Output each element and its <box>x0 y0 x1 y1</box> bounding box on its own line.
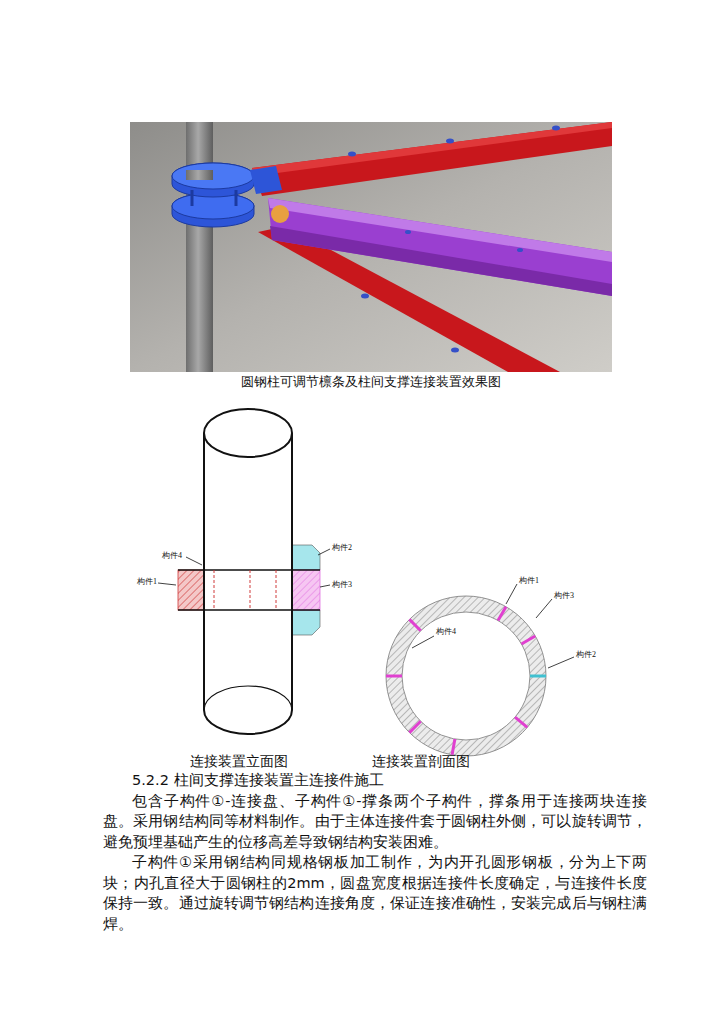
section-drawing <box>386 584 574 756</box>
part-label: 构件4 <box>436 627 456 637</box>
part-label: 构件3 <box>554 591 574 601</box>
body-paragraph: 包含子构件①-连接盘、子构件①-撑条两个子构件，撑条用于连接两块连接盘。采用钢结… <box>103 791 647 853</box>
figure-caption: 圆钢柱可调节檩条及柱间支撑连接装置效果图 <box>130 374 612 390</box>
figure-caption: 连接装置剖面图 <box>372 753 470 771</box>
section-heading: 5.2.2 柱间支撑连接装置主连接件施工 <box>103 770 647 791</box>
part-label: 构件2 <box>332 543 352 553</box>
text-flow: 5.2.2 柱间支撑连接装置主连接件施工包含子构件①-连接盘、子构件①-撑条两个… <box>103 770 647 934</box>
part-label: 构件1 <box>519 576 539 586</box>
part-label: 构件3 <box>332 580 352 590</box>
figure-caption: 连接装置立面图 <box>190 753 288 771</box>
body-paragraph: 子构件①采用钢结构同规格钢板加工制作，为内开孔圆形钢板，分为上下两块；内孔直径大… <box>103 852 647 934</box>
part-label: 构件2 <box>576 650 596 660</box>
part-label: 构件4 <box>162 551 182 561</box>
render-image <box>130 122 612 372</box>
elevation-drawing <box>158 409 330 734</box>
part-label: 构件1 <box>137 577 157 587</box>
